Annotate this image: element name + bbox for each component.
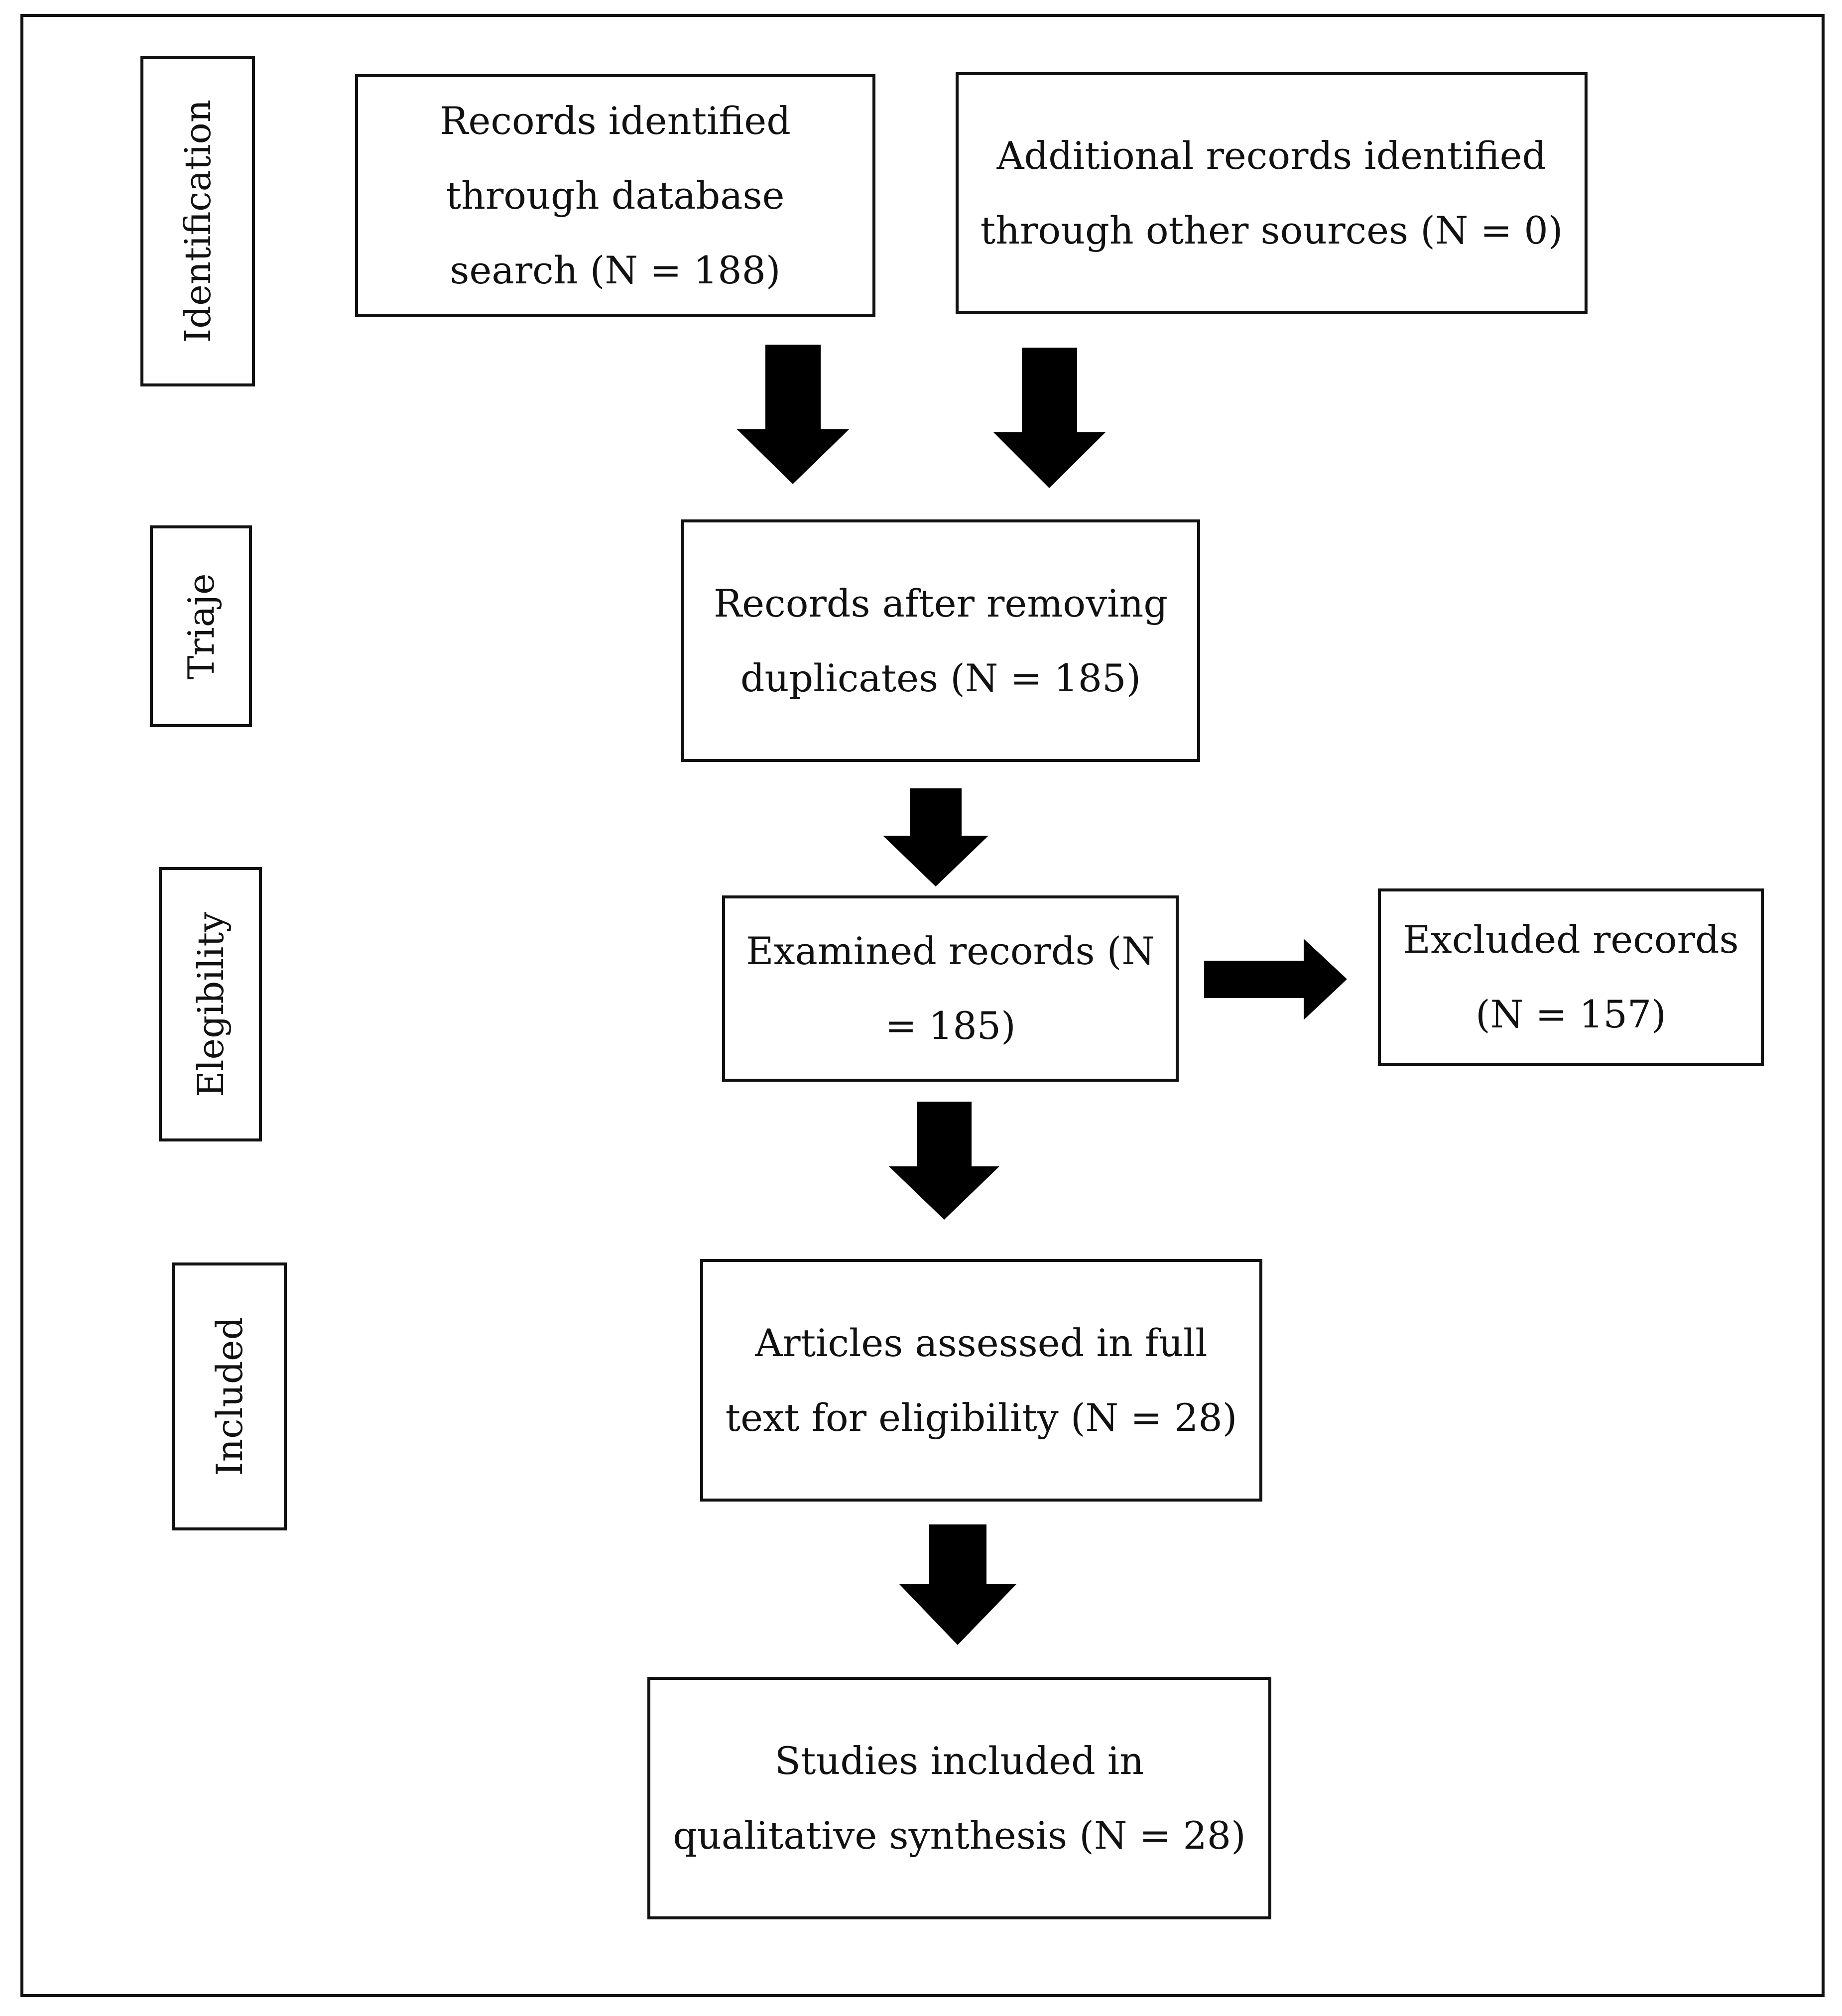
arrow-right-to-excluded-shape (1204, 939, 1347, 1020)
box-after-duplicates: Records after removing duplicates (N = 1… (681, 519, 1200, 762)
box-qualitative-synthesis: Studies included in qualitative synthesi… (647, 1677, 1271, 1919)
box-other-sources: Additional records identified through ot… (956, 72, 1588, 314)
box-excluded-records: Excluded records (N = 157) (1378, 888, 1764, 1066)
box-qualitative-synthesis-text: Studies included in qualitative synthesi… (673, 1738, 1246, 1858)
stage-included: Included (172, 1262, 287, 1530)
stage-triage: Triaje (150, 525, 252, 727)
stage-identification: Identification (140, 56, 255, 386)
box-examined-records-text: Examined records (N = 185) (746, 929, 1155, 1048)
arrow-down-to-qualitative-shape (899, 1524, 1016, 1645)
box-examined-records: Examined records (N = 185) (722, 895, 1179, 1082)
box-database-search: Records identified through database sear… (355, 74, 875, 317)
box-after-duplicates-text: Records after removing duplicates (N = 1… (713, 581, 1168, 700)
arrow-down-to-qualitative (899, 1524, 1016, 1645)
arrow-down-to-full-text (889, 1102, 999, 1220)
stage-identification-label: Identification (177, 99, 219, 343)
box-other-sources-text: Additional records identified through ot… (980, 133, 1563, 252)
box-excluded-records-text: Excluded records (N = 157) (1403, 917, 1739, 1036)
arrow-down-other-sources-shape (993, 348, 1105, 488)
stage-triage-label: Triaje (180, 573, 222, 680)
arrow-down-database-shape (737, 345, 849, 484)
arrow-down-other-sources (993, 348, 1105, 488)
stage-eligibility-label: Elegibility (189, 911, 232, 1097)
arrow-down-to-examined-shape (883, 788, 988, 886)
box-full-text-assessment: Articles assessed in full text for eligi… (700, 1259, 1262, 1502)
arrow-down-to-full-text-shape (889, 1102, 999, 1220)
stage-included-label: Included (208, 1317, 250, 1476)
arrow-down-to-examined (883, 788, 988, 886)
arrow-down-database (737, 345, 849, 484)
box-database-search-text: Records identified through database sear… (440, 98, 791, 292)
stage-eligibility: Elegibility (159, 867, 262, 1141)
arrow-right-to-excluded (1204, 939, 1347, 1020)
box-full-text-assessment-text: Articles assessed in full text for eligi… (725, 1320, 1237, 1440)
